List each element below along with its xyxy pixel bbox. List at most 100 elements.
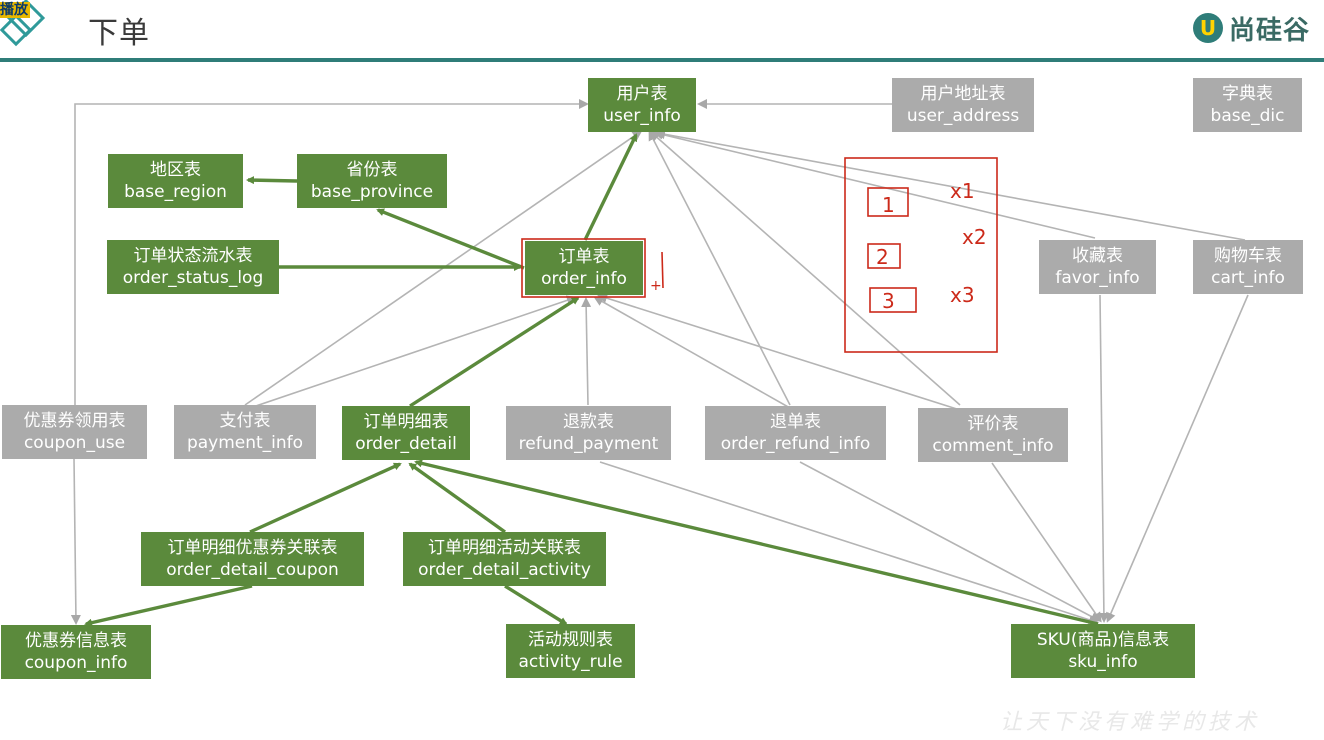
- edge-detail-activity-detail: [408, 462, 506, 534]
- node-cn: 优惠券领用表: [23, 411, 126, 431]
- watermark: 让天下没有难学的技术: [1000, 710, 1261, 735]
- edge-favor-user: [653, 129, 1096, 239]
- edge-cart-sku: [1106, 294, 1249, 623]
- node-en: sku_info: [1068, 652, 1138, 672]
- node-cn: 支付表: [219, 411, 271, 431]
- node-en: order_detail: [355, 434, 457, 454]
- annotation-num-1: 1: [882, 193, 895, 217]
- node-cn: 订单明细活动关联表: [428, 538, 581, 558]
- edge-comment-user: [649, 131, 961, 406]
- edge-cart-user: [655, 129, 1246, 241]
- node-cn: 退单表: [770, 412, 821, 432]
- node-order-detail: 订单明细表 order_detail: [342, 406, 470, 460]
- node-en: cart_info: [1211, 268, 1285, 288]
- annotation-num-3: 3: [882, 289, 895, 313]
- node-cn: 退款表: [563, 412, 614, 432]
- node-cn: 活动规则表: [528, 630, 613, 650]
- node-payment-info: 支付表 payment_info: [174, 405, 316, 459]
- corner-badge: 播放: [0, 2, 30, 18]
- node-order-refund-info: 退单表 order_refund_info: [705, 406, 886, 460]
- node-base-dic: 字典表 base_dic: [1193, 78, 1302, 132]
- node-cn: 地区表: [150, 160, 201, 180]
- node-en: base_province: [310, 182, 434, 202]
- edge-detail-coupon-coupon: [84, 584, 253, 627]
- node-coupon-use: 优惠券领用表 coupon_use: [2, 405, 147, 459]
- node-order-detail-activity: 订单明细活动关联表 order_detail_activity: [403, 532, 606, 586]
- node-cart-info: 购物车表 cart_info: [1193, 240, 1303, 294]
- node-en: order_status_log: [122, 268, 264, 288]
- edge-detail-coupon-detail: [249, 462, 402, 534]
- node-cn: 优惠券信息表: [25, 631, 127, 651]
- node-en: base_dic: [1210, 106, 1285, 126]
- node-cn: 购物车表: [1214, 246, 1282, 266]
- annotation-x3: x3: [950, 283, 975, 307]
- annotation-box: [844, 157, 998, 353]
- node-cn: 订单明细优惠券关联表: [167, 538, 338, 558]
- node-en: user_address: [906, 106, 1020, 126]
- node-en: comment_info: [932, 436, 1054, 456]
- brand-name: 尚硅谷: [1228, 15, 1310, 46]
- edge-payment-order: [249, 295, 577, 409]
- edge-refund-order-sku: [799, 461, 1101, 622]
- node-en: order_detail_coupon: [166, 560, 339, 580]
- node-cn: 省份表: [346, 160, 398, 180]
- edge-order-user: [583, 133, 638, 241]
- node-en: order_refund_info: [720, 434, 871, 454]
- node-user-info: 用户表 user_info: [588, 78, 696, 132]
- annotation-box-2: [867, 243, 901, 269]
- node-en: activity_rule: [518, 652, 623, 672]
- node-order-info: 订单表 order_info: [525, 241, 643, 295]
- node-en: coupon_use: [23, 433, 126, 453]
- node-activity-rule: 活动规则表 activity_rule: [506, 624, 635, 678]
- node-cn: 用户表: [616, 84, 668, 104]
- node-user-address: 用户地址表 user_address: [892, 78, 1034, 132]
- annotation-x1: x1: [950, 179, 975, 203]
- node-cn: 订单明细表: [363, 412, 449, 432]
- node-cn: 订单状态流水表: [133, 246, 253, 266]
- node-comment-info: 评价表 comment_info: [918, 408, 1068, 462]
- order-info-highlight: [521, 238, 646, 298]
- edge-coupon-use-user: [74, 99, 589, 408]
- edge-refund-payment-sku: [599, 461, 1099, 625]
- node-cn: SKU(商品)信息表: [1036, 630, 1170, 650]
- node-order-detail-coupon: 订单明细优惠券关联表 order_detail_coupon: [141, 532, 364, 586]
- annotation-x2: x2: [962, 225, 987, 249]
- node-base-region: 地区表 base_region: [108, 154, 243, 208]
- node-en: base_region: [124, 182, 227, 202]
- brand-logo: U 尚硅谷: [1192, 8, 1310, 48]
- node-refund-payment: 退款表 refund_payment: [506, 406, 671, 460]
- edge-refund-order-user: [648, 130, 791, 406]
- edge-comment-order: [597, 293, 961, 411]
- edge-favor-sku: [1098, 294, 1109, 623]
- header-divider: [0, 58, 1324, 62]
- node-en: payment_info: [186, 433, 304, 453]
- brand-u-icon: U: [1192, 13, 1223, 43]
- node-en: coupon_info: [24, 653, 128, 673]
- node-coupon-info: 优惠券信息表 coupon_info: [1, 625, 151, 679]
- edge-comment-sku: [991, 462, 1102, 623]
- annotation-tick: [661, 251, 664, 289]
- annotation-box-3: [869, 287, 917, 313]
- node-favor-info: 收藏表 favor_info: [1039, 240, 1156, 294]
- node-cn: 字典表: [1222, 84, 1273, 104]
- node-cn: 订单表: [558, 247, 610, 267]
- annotation-num-2: 2: [876, 245, 889, 269]
- node-en: favor_info: [1055, 268, 1140, 288]
- edge-refund-order-order: [593, 296, 791, 409]
- node-en: refund_payment: [518, 434, 659, 454]
- edge-province-region: [246, 176, 298, 185]
- edge-detail-order: [409, 296, 580, 408]
- node-en: order_detail_activity: [418, 560, 591, 580]
- node-cn: 收藏表: [1072, 246, 1123, 266]
- node-en: user_info: [603, 106, 681, 126]
- node-order-status-log: 订单状态流水表 order_status_log: [107, 240, 279, 294]
- edge-refund-payment-order: [581, 297, 592, 406]
- edge-sku-detail: [414, 459, 1099, 626]
- node-cn: 用户地址表: [920, 84, 1006, 104]
- annotation-plus: +: [650, 278, 662, 294]
- edge-activity-rule: [504, 584, 568, 626]
- edge-order-province: [376, 208, 525, 270]
- node-cn: 评价表: [967, 414, 1019, 434]
- corner-logo: 播放: [0, 0, 60, 60]
